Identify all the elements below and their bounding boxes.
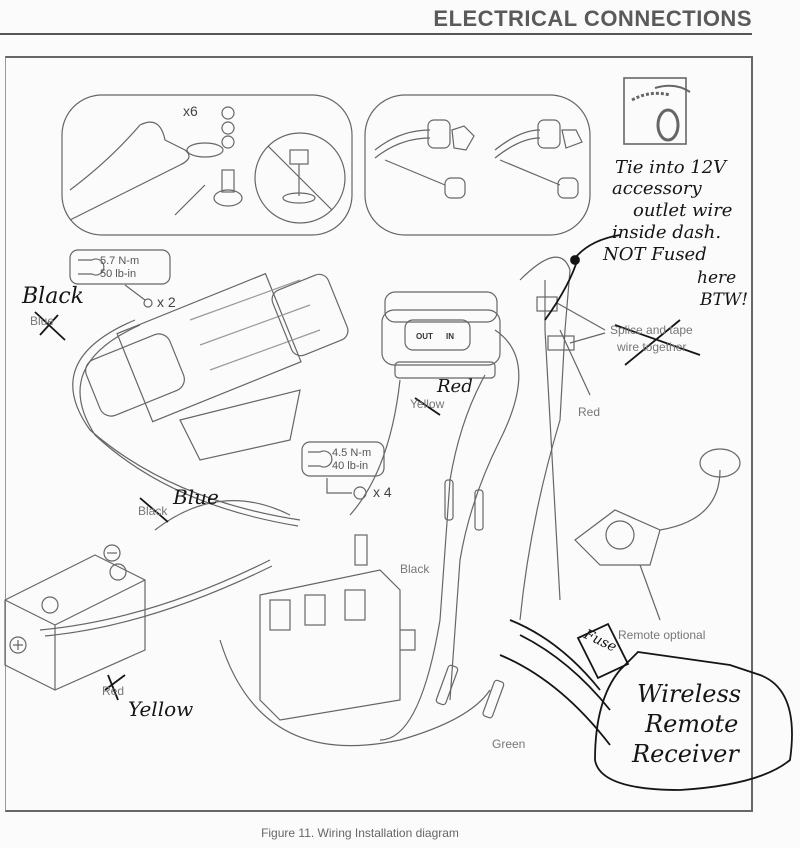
switch-inset xyxy=(364,94,591,236)
wrench-icon xyxy=(78,258,105,276)
torque-metric-motor: 5.7 N-m xyxy=(100,255,140,267)
label-black: Black xyxy=(400,562,430,576)
handwritten-blue: Blue xyxy=(173,485,219,509)
figure-caption: Figure 11. Wiring Installation diagram xyxy=(261,826,459,840)
label-blue-struck: Blue xyxy=(30,314,55,328)
inline-connector xyxy=(444,479,454,521)
torque-box-contactor xyxy=(301,441,385,477)
torque-imperial-motor: 50 lb-in xyxy=(100,268,137,280)
nut-icon xyxy=(143,298,153,308)
section-title: ELECTRICAL CONNECTIONS xyxy=(433,6,752,31)
splice-box xyxy=(547,335,575,351)
label-remote-optional: Remote optional xyxy=(618,628,706,642)
handwritten-marks xyxy=(34,234,793,791)
label-red: Red xyxy=(578,405,601,419)
winding-icon xyxy=(623,77,687,145)
terminal-quantity: x6 xyxy=(183,103,198,119)
negative-terminal-icon xyxy=(103,544,121,562)
inline-connector xyxy=(435,664,459,706)
winch-illustration xyxy=(85,272,349,461)
torque-box-motor xyxy=(69,249,171,285)
diagram-frame xyxy=(5,56,753,812)
label-splice-line1: Splice and tape xyxy=(610,323,693,337)
splice-box xyxy=(536,296,558,312)
inline-connector xyxy=(482,679,505,719)
contactor-illustration xyxy=(259,534,416,721)
label-black-struck: Black xyxy=(138,504,168,518)
prohibited-bolt-icon xyxy=(254,132,346,224)
switch-in-label: IN xyxy=(446,332,454,341)
battery-illustration xyxy=(4,554,146,691)
switch-out-label: OUT xyxy=(416,332,433,341)
wires xyxy=(39,256,591,747)
cable-lug-icon xyxy=(69,106,243,221)
label-yellow-struck: Yellow xyxy=(410,397,445,411)
label-green: Green xyxy=(492,737,526,751)
motor-nut-quantity: x 2 xyxy=(157,294,176,310)
label-splice-line2: wire together xyxy=(617,340,687,354)
wrench-icon xyxy=(308,450,333,468)
handwritten-yellow: Yellow xyxy=(128,697,194,721)
inline-connector xyxy=(474,489,484,531)
terminal-inset xyxy=(61,94,353,236)
header-rule xyxy=(0,33,752,35)
handwritten-red: Red xyxy=(437,376,473,397)
torque-imperial-contactor: 40 lb-in xyxy=(332,460,369,472)
remote-socket xyxy=(574,448,741,566)
handwritten-black: Black xyxy=(22,284,84,309)
torque-metric-contactor: 4.5 N-m xyxy=(332,447,372,459)
label-red-struck: Red xyxy=(102,684,125,698)
positive-terminal-icon xyxy=(9,636,27,654)
contactor-nut-quantity: x 4 xyxy=(373,484,392,500)
receiver-box-sketch xyxy=(594,651,793,791)
switch-plug-icon xyxy=(374,119,583,199)
fuse-box-sketch xyxy=(576,622,630,680)
rocker-switch xyxy=(381,291,501,379)
